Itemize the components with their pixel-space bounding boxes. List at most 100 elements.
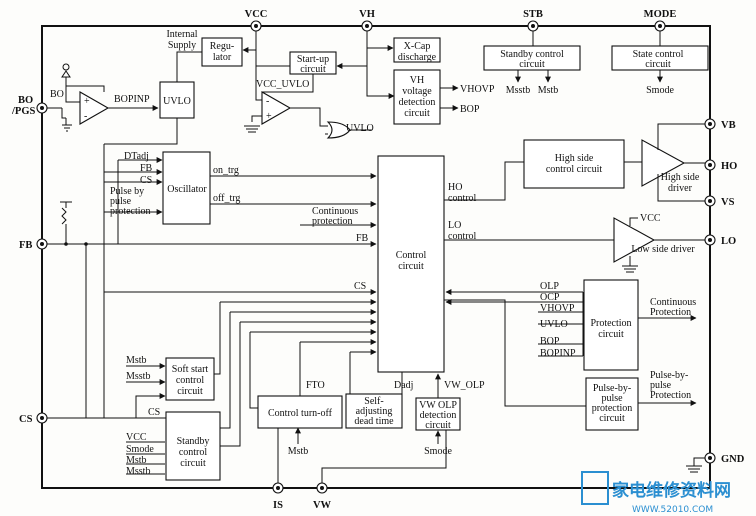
svg-text:HO: HO [448, 182, 462, 193]
uvlo-out-label: UVLO [346, 123, 374, 134]
svg-text:CS: CS [148, 407, 160, 418]
svg-text:OLP: OLP [540, 281, 559, 292]
svg-text:BOP: BOP [540, 336, 560, 347]
svg-text:STB: STB [523, 9, 543, 20]
pin-vs: VS [704, 195, 735, 208]
svg-text:家电维修资料网: 家电维修资料网 [612, 480, 731, 501]
svg-text:WWW.52010.COM: WWW.52010.COM [632, 505, 713, 515]
svg-text:Protection: Protection [590, 318, 631, 329]
svg-text:VH: VH [359, 9, 375, 20]
bopinp-label: BOPINP [114, 94, 150, 105]
svg-text:VH: VH [410, 75, 424, 86]
pulse-by-pulse-protection: Pulse-by- pulse protection circuit [585, 377, 639, 431]
ic-outline [41, 25, 711, 489]
svg-text:control: control [179, 447, 208, 458]
svg-text:VW_OLP: VW_OLP [444, 380, 485, 391]
pin-fb: FB [19, 238, 48, 251]
svg-text:voltage: voltage [402, 86, 432, 97]
svg-text:High side: High side [661, 172, 700, 183]
svg-text:Pulse by: Pulse by [110, 186, 144, 197]
svg-text:-: - [266, 96, 269, 107]
svg-text:Protection: Protection [650, 390, 691, 401]
svg-text:VCC: VCC [640, 213, 661, 224]
internal-supply-label: Internal [166, 29, 197, 40]
svg-text:LO: LO [721, 236, 736, 247]
svg-text:Regu-: Regu- [210, 41, 234, 52]
svg-text:Low side driver: Low side driver [631, 244, 695, 255]
watermark: 家电维修资料网 WWW.52010.COM [581, 471, 731, 515]
svg-text:pulse: pulse [110, 196, 132, 207]
svg-text:detection: detection [399, 97, 436, 108]
svg-text:VHOVP: VHOVP [540, 303, 575, 314]
vw-olp-detection: VW OLP detection circuit [415, 397, 461, 431]
svg-text:Dadj: Dadj [394, 380, 413, 391]
svg-text:Smode: Smode [424, 446, 452, 457]
svg-text:circuit: circuit [519, 59, 545, 70]
svg-text:pulse: pulse [650, 380, 672, 391]
svg-text:Soft start: Soft start [172, 364, 209, 375]
high-side-driver: High side driver [641, 139, 700, 194]
svg-text:circuit: circuit [598, 329, 624, 340]
svg-text:Mstb: Mstb [288, 446, 309, 457]
svg-text:BOPINP: BOPINP [540, 348, 576, 359]
svg-text:off_trg: off_trg [213, 193, 240, 204]
svg-text:UVLO: UVLO [540, 319, 568, 330]
svg-text:CS: CS [19, 414, 33, 425]
svg-text:protection: protection [312, 216, 353, 227]
svg-text:CS: CS [140, 175, 152, 186]
svg-text:Pulse-by-: Pulse-by- [593, 383, 631, 394]
svg-text:Continuous: Continuous [650, 297, 696, 308]
pin-vcc: VCC [245, 9, 267, 32]
svg-text:circuit: circuit [177, 386, 203, 397]
control-circuit: Control circuit [377, 155, 445, 373]
svg-text:Mstb: Mstb [126, 455, 147, 466]
svg-text:driver: driver [668, 183, 693, 194]
svg-text:Control: Control [396, 250, 427, 261]
svg-text:circuit: circuit [300, 64, 326, 75]
bo-comparator: +- [79, 91, 110, 125]
vcc-uvlo-label: VCC_UVLO [256, 79, 309, 90]
svg-text:Mstb: Mstb [126, 355, 147, 366]
svg-text:control circuit: control circuit [546, 164, 603, 175]
svg-text:adjusting: adjusting [356, 406, 393, 417]
svg-text:VW: VW [313, 500, 332, 511]
svg-text:VW OLP: VW OLP [419, 400, 457, 411]
dead-time-circuit: Self- adjusting dead time [345, 393, 403, 429]
svg-text:HO: HO [721, 161, 737, 172]
svg-text:IS: IS [273, 500, 283, 511]
svg-text:circuit: circuit [398, 261, 424, 272]
svg-text:FTO: FTO [306, 380, 325, 391]
protection-circuit: Protection circuit [583, 279, 639, 371]
svg-text:FB: FB [140, 163, 153, 174]
pin-is: IS [272, 482, 284, 511]
svg-text:protection: protection [592, 403, 633, 414]
svg-text:Msstb: Msstb [506, 85, 530, 96]
pin-stb: STB [523, 9, 543, 32]
regulator-block: Regu- lator [201, 37, 243, 67]
svg-text:UVLO: UVLO [163, 96, 191, 107]
svg-text:Continuous: Continuous [312, 206, 358, 217]
soft-start-circuit: Soft start control circuit [165, 357, 215, 401]
svg-text:VCC: VCC [126, 432, 147, 443]
standby-control-bottom: Standby control circuit [165, 411, 221, 481]
svg-text:circuit: circuit [180, 458, 206, 469]
svg-text:discharge: discharge [398, 52, 437, 63]
svg-text:VS: VS [721, 197, 735, 208]
svg-text:Msstb: Msstb [126, 371, 150, 382]
state-control-circuit: State control circuit [611, 45, 709, 71]
high-side-control: High side control circuit [523, 139, 625, 189]
svg-text:State control: State control [633, 49, 684, 60]
pin-vh: VH [359, 9, 375, 32]
svg-text:Smode: Smode [646, 85, 674, 96]
pin-gnd: GND [704, 452, 745, 465]
svg-text:Protection: Protection [650, 307, 691, 318]
svg-text:circuit: circuit [599, 413, 625, 424]
svg-text:/PGS: /PGS [11, 106, 35, 117]
svg-text:DTadj: DTadj [124, 151, 149, 162]
pin-vb: VB [704, 118, 736, 131]
svg-text:control: control [176, 375, 205, 386]
control-turnoff: Control turn-off [257, 395, 343, 429]
svg-text:MODE: MODE [644, 9, 677, 20]
uvlo-or-gate [326, 121, 351, 139]
